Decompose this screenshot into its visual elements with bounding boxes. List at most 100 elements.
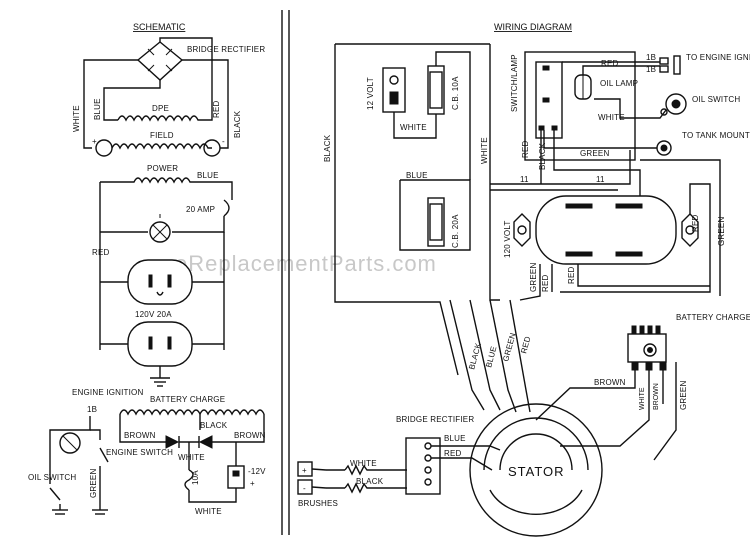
stator-label: STATOR	[508, 464, 565, 479]
white-a-label: WHITE	[400, 123, 427, 132]
lamp-symbol	[142, 214, 178, 243]
green-horizontal-label: GREEN	[580, 149, 609, 158]
ignition-1b-label: 1B	[87, 405, 97, 414]
to-engine-ignition-label: TO ENGINE IGNITION	[686, 53, 750, 62]
white-switch-label: WHITE	[598, 113, 625, 122]
section-divider	[281, 10, 290, 535]
outlet-lower	[127, 321, 193, 367]
blue-wire-label-w: BLUE	[406, 171, 428, 180]
brush-resistor-upper	[344, 464, 407, 476]
switch-lamp-label: SWITCH/LAMP	[510, 54, 519, 112]
red-s-label: RED	[444, 449, 462, 458]
black-label: BLACK	[200, 421, 228, 430]
outlet-120v	[513, 195, 699, 265]
brown-label: BROWN	[594, 378, 626, 387]
1b-b-label: 1B	[646, 65, 656, 74]
white-b-label: WHITE	[639, 387, 646, 410]
amp20-label: 20 AMP	[186, 205, 215, 214]
bundle-red-label: RED	[519, 335, 532, 354]
cb10-label: C.B. 10A	[451, 76, 460, 110]
field-label: FIELD	[150, 131, 174, 140]
a10-label: 10A	[191, 470, 200, 485]
bcr-label: BATTERY CHARGE RECTIFIER	[676, 313, 750, 322]
green-b-label: GREEN	[679, 381, 688, 410]
power-blue-label: BLUE	[197, 171, 219, 180]
bridge-rectifier-block	[405, 437, 441, 495]
bundle-green-label: GREEN	[501, 332, 517, 363]
green-label: GREEN	[89, 469, 98, 498]
brush-minus-label: -	[303, 484, 306, 493]
oil-switch-label: OIL SWITCH	[28, 473, 76, 482]
oil-switch-contact	[49, 487, 61, 501]
fuse-10a	[184, 469, 194, 491]
socket-12v	[382, 67, 406, 113]
red-wire-label: RED	[212, 100, 221, 118]
brown-right-label: BROWN	[234, 431, 266, 440]
engine-switch-label: ENGINE SWITCH	[106, 448, 173, 457]
red-right-label: RED	[691, 214, 700, 232]
schematic-section: SCHEMATIC BRIDGE RECTIFIER WHITE BLUE RE…	[72, 22, 265, 387]
brush-plus-label: +	[302, 466, 307, 475]
breaker-20a	[223, 199, 230, 217]
bridge-rectifier-symbol	[136, 41, 184, 81]
bridge-rectifier-label: BRIDGE RECTIFIER	[187, 45, 265, 54]
diode-right	[198, 435, 213, 449]
n11-a-label: 11	[520, 175, 529, 184]
volt120-label: 120 VOLT	[503, 221, 512, 258]
dpe-coil	[117, 115, 202, 122]
white-bottom-label: WHITE	[195, 507, 222, 516]
red-outlet-label: RED	[541, 274, 550, 292]
wiring-title: WIRING DIAGRAM	[494, 22, 572, 32]
outlet-upper	[127, 259, 193, 305]
outlet-rating-label: 120V 20A	[135, 310, 172, 319]
bundle-blue-label: BLUE	[484, 345, 498, 368]
field-plus: +	[92, 137, 97, 146]
green-right-label: GREEN	[717, 217, 726, 246]
brush-resistor-lower	[344, 482, 407, 494]
wiring-section: WIRING DIAGRAM 12 VOLT C.B. 10A WHITE BL…	[297, 22, 750, 537]
bridge-rect-label: BRIDGE RECTIFIER	[396, 415, 474, 424]
cb20-label: C.B. 20A	[451, 214, 460, 248]
field-coil	[111, 143, 212, 150]
volt12-label: 12 VOLT	[366, 77, 375, 110]
stator	[469, 403, 603, 537]
engine-battery-section: ENGINE IGNITION 1B ENGINE SWITCH GREEN O…	[28, 388, 266, 516]
to-tank-label: TO TANK MOUNTING BRACKET	[682, 131, 750, 140]
battery-charge-label: BATTERY CHARGE	[150, 395, 225, 404]
red-left-label: RED	[92, 248, 110, 257]
watermark: eReplacementParts.com	[175, 251, 437, 276]
battery-12v	[227, 465, 245, 489]
red-outlet-label-2: RED	[567, 266, 576, 284]
red-top-label: RED	[601, 59, 619, 68]
brushes-label: BRUSHES	[298, 499, 338, 508]
switch-lamp-box	[524, 51, 636, 161]
power-coil	[100, 177, 233, 200]
oil-switch-label: OIL SWITCH	[692, 95, 740, 104]
black-vertical-label: BLACK	[323, 134, 332, 162]
white-wire-label: WHITE	[72, 105, 81, 132]
blue-s-label: BLUE	[444, 434, 466, 443]
field-minus: -	[222, 137, 225, 146]
black-s-label: BLACK	[356, 477, 384, 486]
black-switch-label: BLACK	[538, 142, 547, 170]
green-outlet-label: GREEN	[529, 263, 538, 292]
battery-charge-coil	[119, 409, 265, 416]
white-label: WHITE	[178, 453, 205, 462]
red-switch-label: RED	[521, 140, 530, 158]
field-brush-left	[95, 139, 113, 157]
brown-left-label: BROWN	[124, 431, 156, 440]
black-wire-label: BLACK	[233, 110, 242, 138]
engine-switch-contact	[99, 447, 109, 463]
blue-wire-label: BLUE	[93, 98, 102, 120]
n11-b-label: 11	[596, 175, 605, 184]
battery-charge-rectifier	[627, 325, 667, 371]
oil-lamp-label-1: OIL LAMP	[600, 79, 638, 88]
v12-label: -12V	[248, 467, 266, 476]
bundle-black-label: BLACK	[467, 341, 483, 370]
1b-a-label: 1B	[646, 53, 656, 62]
plus-label: +	[250, 479, 255, 488]
engine-ignition-label: ENGINE IGNITION	[72, 388, 143, 397]
diode-left	[165, 435, 180, 449]
